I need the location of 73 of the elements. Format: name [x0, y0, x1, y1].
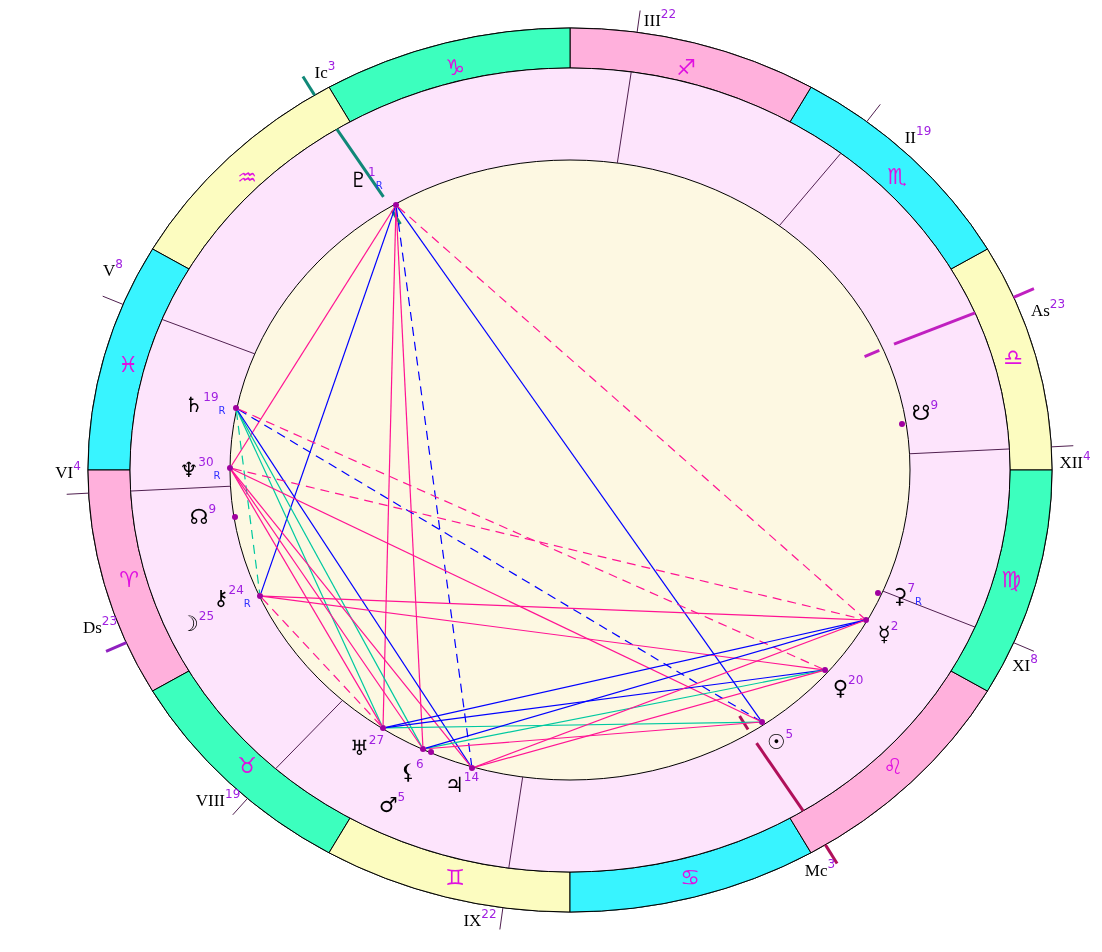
planet-position-dot	[469, 765, 475, 771]
aspect-line	[236, 410, 383, 726]
zodiac-sign-glyph: ♍	[1001, 569, 1021, 591]
planet-glyph: ⚸$^{6}$	[400, 761, 424, 783]
aspect-line	[231, 469, 422, 748]
aspect-line	[397, 206, 865, 619]
planet-position-dot	[380, 725, 386, 731]
aspect-line	[238, 408, 823, 670]
house-cusp-label: Mc$^{3}$	[804, 861, 836, 879]
aspect-line	[397, 206, 761, 721]
house-cusp-label: II$^{19}$	[904, 128, 932, 146]
planet-position-dot	[232, 514, 238, 520]
zodiac-sign-glyph: ♑	[445, 57, 465, 79]
planet-glyph: ☿$^{2}$	[877, 623, 899, 645]
planet-position-dot	[875, 590, 881, 596]
aspect-line	[238, 408, 760, 722]
zodiac-sign-glyph: ♓	[118, 354, 138, 376]
planet-position-dot	[233, 405, 239, 411]
planet-position-dot	[863, 617, 869, 623]
zodiac-sign-glyph: ♒	[237, 167, 257, 189]
planet-glyph: ☋$^{9}$	[911, 402, 939, 424]
aspect-line	[232, 468, 864, 620]
planet-position-dot	[899, 421, 905, 427]
planet-position-dot	[822, 667, 828, 673]
planet-glyph: ♅$^{27}$	[349, 737, 385, 759]
house-cusp-label: III$^{22}$	[643, 11, 677, 29]
zodiac-sign-glyph: ♎	[1003, 347, 1023, 369]
aspect-line	[425, 620, 864, 749]
house-cusp-label: Ic$^{3}$	[314, 63, 336, 81]
planet-glyph: ♃$^{14}$	[444, 774, 480, 796]
aspect-line	[474, 670, 823, 768]
planet-glyph: ☊$^{9}$	[189, 506, 217, 528]
planet-position-dot	[420, 746, 426, 752]
zodiac-sign-glyph: ♈	[119, 569, 139, 591]
aspect-line	[236, 410, 423, 747]
aspect-line	[385, 620, 864, 728]
aspect-line	[395, 207, 473, 766]
zodiac-sign-glyph: ♉	[237, 755, 257, 777]
aspect-line	[474, 620, 864, 768]
house-cusp-label: As$^{23}$	[1030, 301, 1066, 319]
aspect-line	[237, 409, 471, 767]
aspect-line	[230, 470, 383, 726]
planet-glyph: ☉$^{5}$	[766, 731, 794, 753]
house-cusp-label: V$^{8}$	[103, 261, 123, 279]
aspect-line	[231, 469, 471, 767]
aspect-line	[262, 595, 864, 621]
zodiac-sign-glyph: ♐	[676, 57, 696, 79]
aspect-line	[425, 670, 823, 749]
house-cusp-label: VI$^{4}$	[55, 463, 81, 481]
house-cusp-label: XI$^{8}$	[1012, 656, 1038, 674]
aspect-line	[232, 468, 760, 722]
aspect-line	[382, 207, 397, 726]
planet-glyph: ♂$^{5}$	[378, 794, 406, 816]
zodiac-sign-glyph: ♌	[883, 756, 903, 778]
planet-position-dot	[393, 202, 399, 208]
zodiac-sign-glyph: ♏	[887, 166, 907, 188]
aspect-line	[235, 410, 261, 594]
aspect-line	[231, 206, 395, 467]
aspect-line	[260, 207, 396, 594]
planet-position-dot	[257, 593, 263, 599]
planet-position-dot	[428, 749, 434, 755]
aspect-line	[261, 597, 382, 727]
aspect-line	[385, 721, 760, 729]
zodiac-sign-glyph: ♋	[680, 867, 700, 889]
zodiac-sign-glyph: ♊	[445, 867, 465, 889]
house-cusp-label: VIII$^{19}$	[195, 791, 241, 809]
house-cusp-label: Ds$^{23}$	[82, 618, 118, 636]
planet-glyph: ♀$^{20}$	[832, 677, 864, 699]
planet-position-dot	[227, 465, 233, 471]
planet-position-dot	[759, 719, 765, 725]
house-cusp-label: IX$^{22}$	[463, 911, 497, 929]
house-cusp-label: XII$^{4}$	[1059, 453, 1091, 471]
planet-glyph: ☽$^{25}$	[179, 613, 215, 635]
